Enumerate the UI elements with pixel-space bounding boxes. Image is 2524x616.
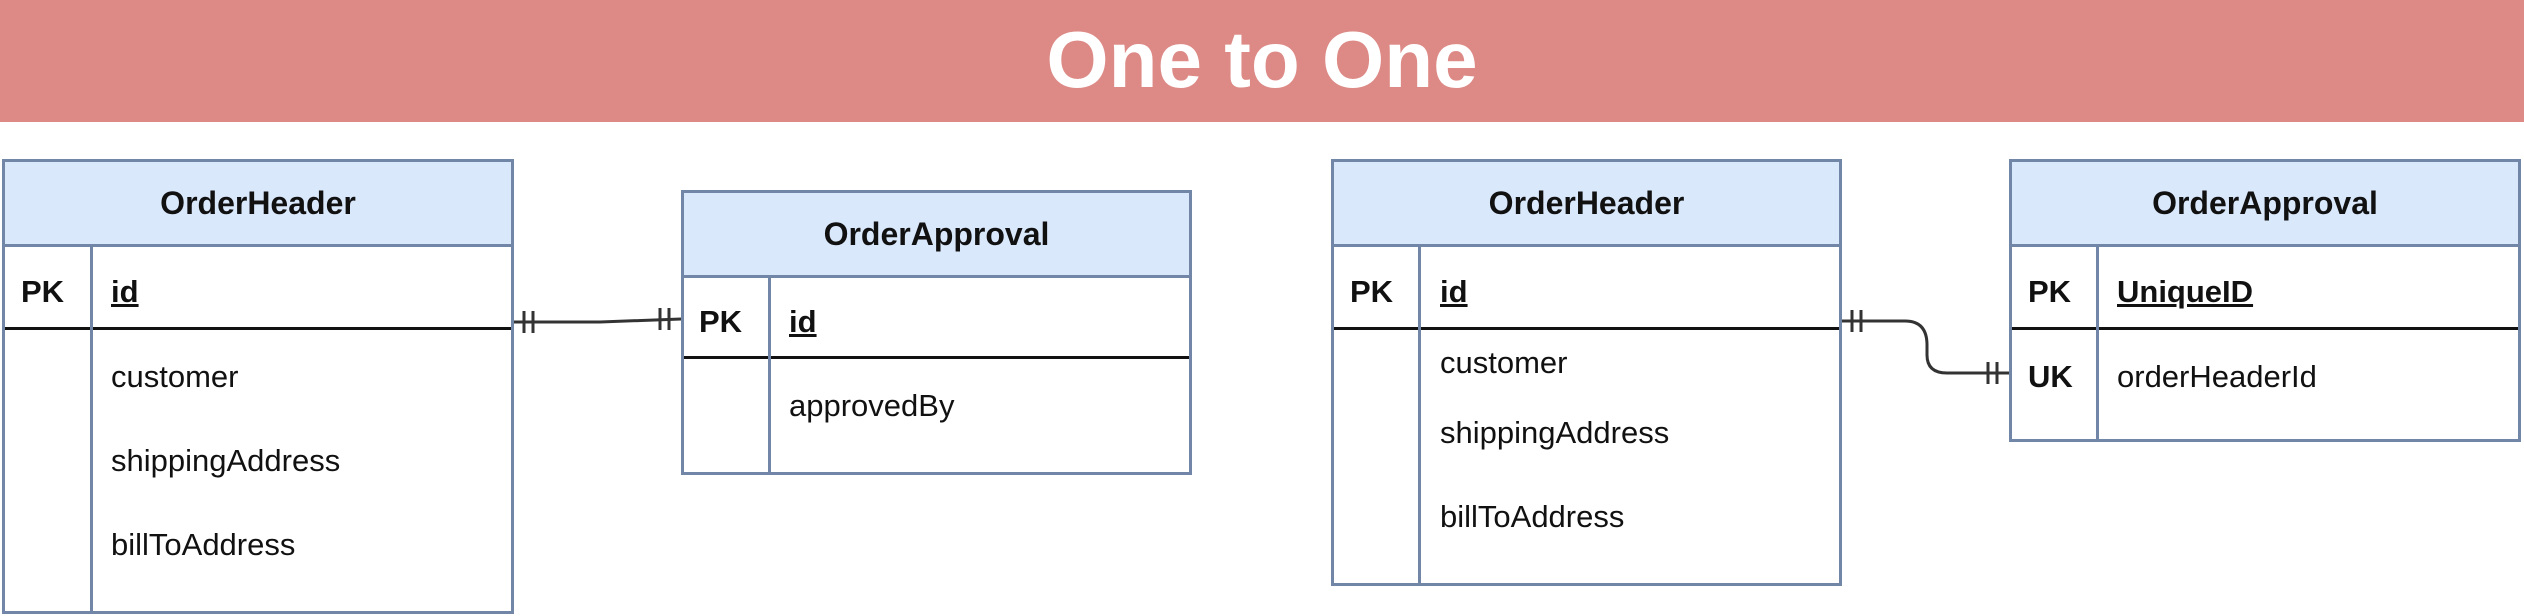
field-bill-to-address: billToAddress bbox=[111, 527, 296, 562]
pk-field: id bbox=[789, 304, 817, 339]
relationship-one-to-one-2[interactable] bbox=[1842, 310, 2009, 384]
entity-header: OrderApproval bbox=[684, 193, 1189, 278]
entity-order-header-1[interactable]: OrderHeader PK id customer shippingAddre… bbox=[2, 159, 514, 614]
key-column-divider bbox=[1418, 247, 1421, 583]
connector-line bbox=[514, 317, 682, 324]
field-customer: customer bbox=[1440, 345, 1568, 380]
entity-order-header-2[interactable]: OrderHeader PK id customer shippingAddre… bbox=[1331, 159, 1842, 586]
title-banner: One to One bbox=[0, 0, 2524, 122]
entity-order-approval-2[interactable]: OrderApproval PK UniqueID UK orderHeader… bbox=[2009, 159, 2521, 442]
entity-name: OrderApproval bbox=[2152, 184, 2378, 221]
field-bill-to-address: billToAddress bbox=[1440, 499, 1625, 534]
entity-name: OrderHeader bbox=[160, 184, 356, 221]
connector-line bbox=[1842, 319, 2009, 375]
uk-label: UK bbox=[2028, 359, 2073, 394]
entity-header: OrderHeader bbox=[5, 162, 511, 247]
key-column-divider bbox=[90, 247, 93, 611]
primary-key-row bbox=[5, 247, 511, 330]
primary-key-row bbox=[2012, 247, 2518, 330]
key-column-divider bbox=[2096, 247, 2099, 439]
pk-label: PK bbox=[1350, 274, 1394, 309]
key-column-divider bbox=[768, 278, 771, 472]
entity-header: OrderApproval bbox=[2012, 162, 2518, 247]
field-shipping-address: shippingAddress bbox=[1440, 415, 1670, 450]
entity-name: OrderHeader bbox=[1488, 184, 1685, 221]
page-title: One to One bbox=[1046, 15, 1478, 104]
field-approved-by: approvedBy bbox=[789, 388, 955, 423]
entity-name: OrderApproval bbox=[823, 215, 1050, 252]
pk-field: UniqueID bbox=[2117, 274, 2254, 309]
field-order-header-id: orderHeaderId bbox=[2117, 359, 2317, 394]
primary-key-row bbox=[684, 278, 1189, 359]
pk-label: PK bbox=[699, 304, 743, 339]
entity-order-approval-1[interactable]: OrderApproval PK id approvedBy bbox=[681, 190, 1192, 475]
primary-key-row bbox=[1334, 247, 1839, 330]
relationship-one-to-one-1[interactable] bbox=[514, 308, 682, 333]
pk-label: PK bbox=[21, 274, 65, 309]
pk-field: id bbox=[1440, 274, 1468, 309]
entity-header: OrderHeader bbox=[1334, 162, 1839, 247]
pk-field: id bbox=[111, 274, 139, 309]
field-shipping-address: shippingAddress bbox=[111, 443, 341, 478]
field-customer: customer bbox=[111, 359, 239, 394]
pk-label: PK bbox=[2028, 274, 2072, 309]
